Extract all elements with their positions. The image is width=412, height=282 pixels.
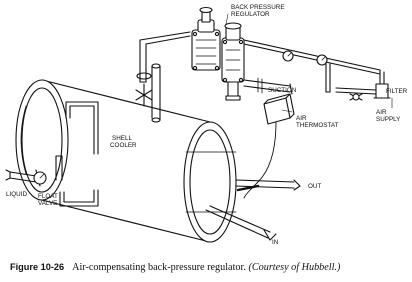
label-float-valve-2: VALVE (38, 200, 57, 207)
label-back-pressure-regulator-2: REGULATOR (231, 11, 270, 18)
label-air-supply-1: AIR (376, 109, 387, 116)
caption-text: Air-compensating back-pressure regulator… (72, 262, 246, 273)
label-air-supply-2: SUPPLY (376, 116, 401, 123)
label-liquid: LIQUID (6, 191, 27, 198)
label-filter: FILTER (386, 88, 408, 95)
caption-courtesy: (Courtesy of Hubbell.) (248, 262, 341, 273)
label-back-pressure-regulator-1: BACK PRESSURE (231, 4, 285, 11)
suction-nozzle (151, 63, 161, 123)
suction-line (243, 77, 293, 95)
label-in: IN (272, 239, 279, 246)
in-line (205, 205, 277, 241)
label-out: OUT (308, 183, 321, 190)
back-pressure-regulator (191, 6, 245, 101)
suction-piping (135, 31, 191, 107)
label-shell-cooler-2: COOLER (110, 142, 137, 149)
labels: BACK PRESSURE REGULATOR SUCTION AIR THER… (6, 4, 408, 246)
label-shell-cooler-1: SHELL (112, 135, 132, 142)
label-float-valve-1: FLOAT (38, 193, 58, 200)
label-suction: SUCTION (268, 87, 297, 94)
air-line (243, 39, 381, 93)
schematic-diagram: BACK PRESSURE REGULATOR SUCTION AIR THER… (5, 4, 408, 246)
leader-lines (225, 13, 393, 113)
label-air-thermostat-1: AIR (296, 115, 307, 122)
figure-caption: Figure 10-26 Air-compensating back-press… (10, 258, 406, 276)
air-thermostat (236, 93, 295, 199)
equalizer-loop (59, 101, 99, 207)
label-air-thermostat-2: THERMOSTAT (296, 122, 339, 129)
figure-number: Figure 10-26 (10, 262, 65, 272)
air-supply-branch (335, 69, 391, 101)
float-valve (33, 155, 63, 185)
out-line (235, 179, 301, 191)
shell-cooler (15, 79, 237, 243)
